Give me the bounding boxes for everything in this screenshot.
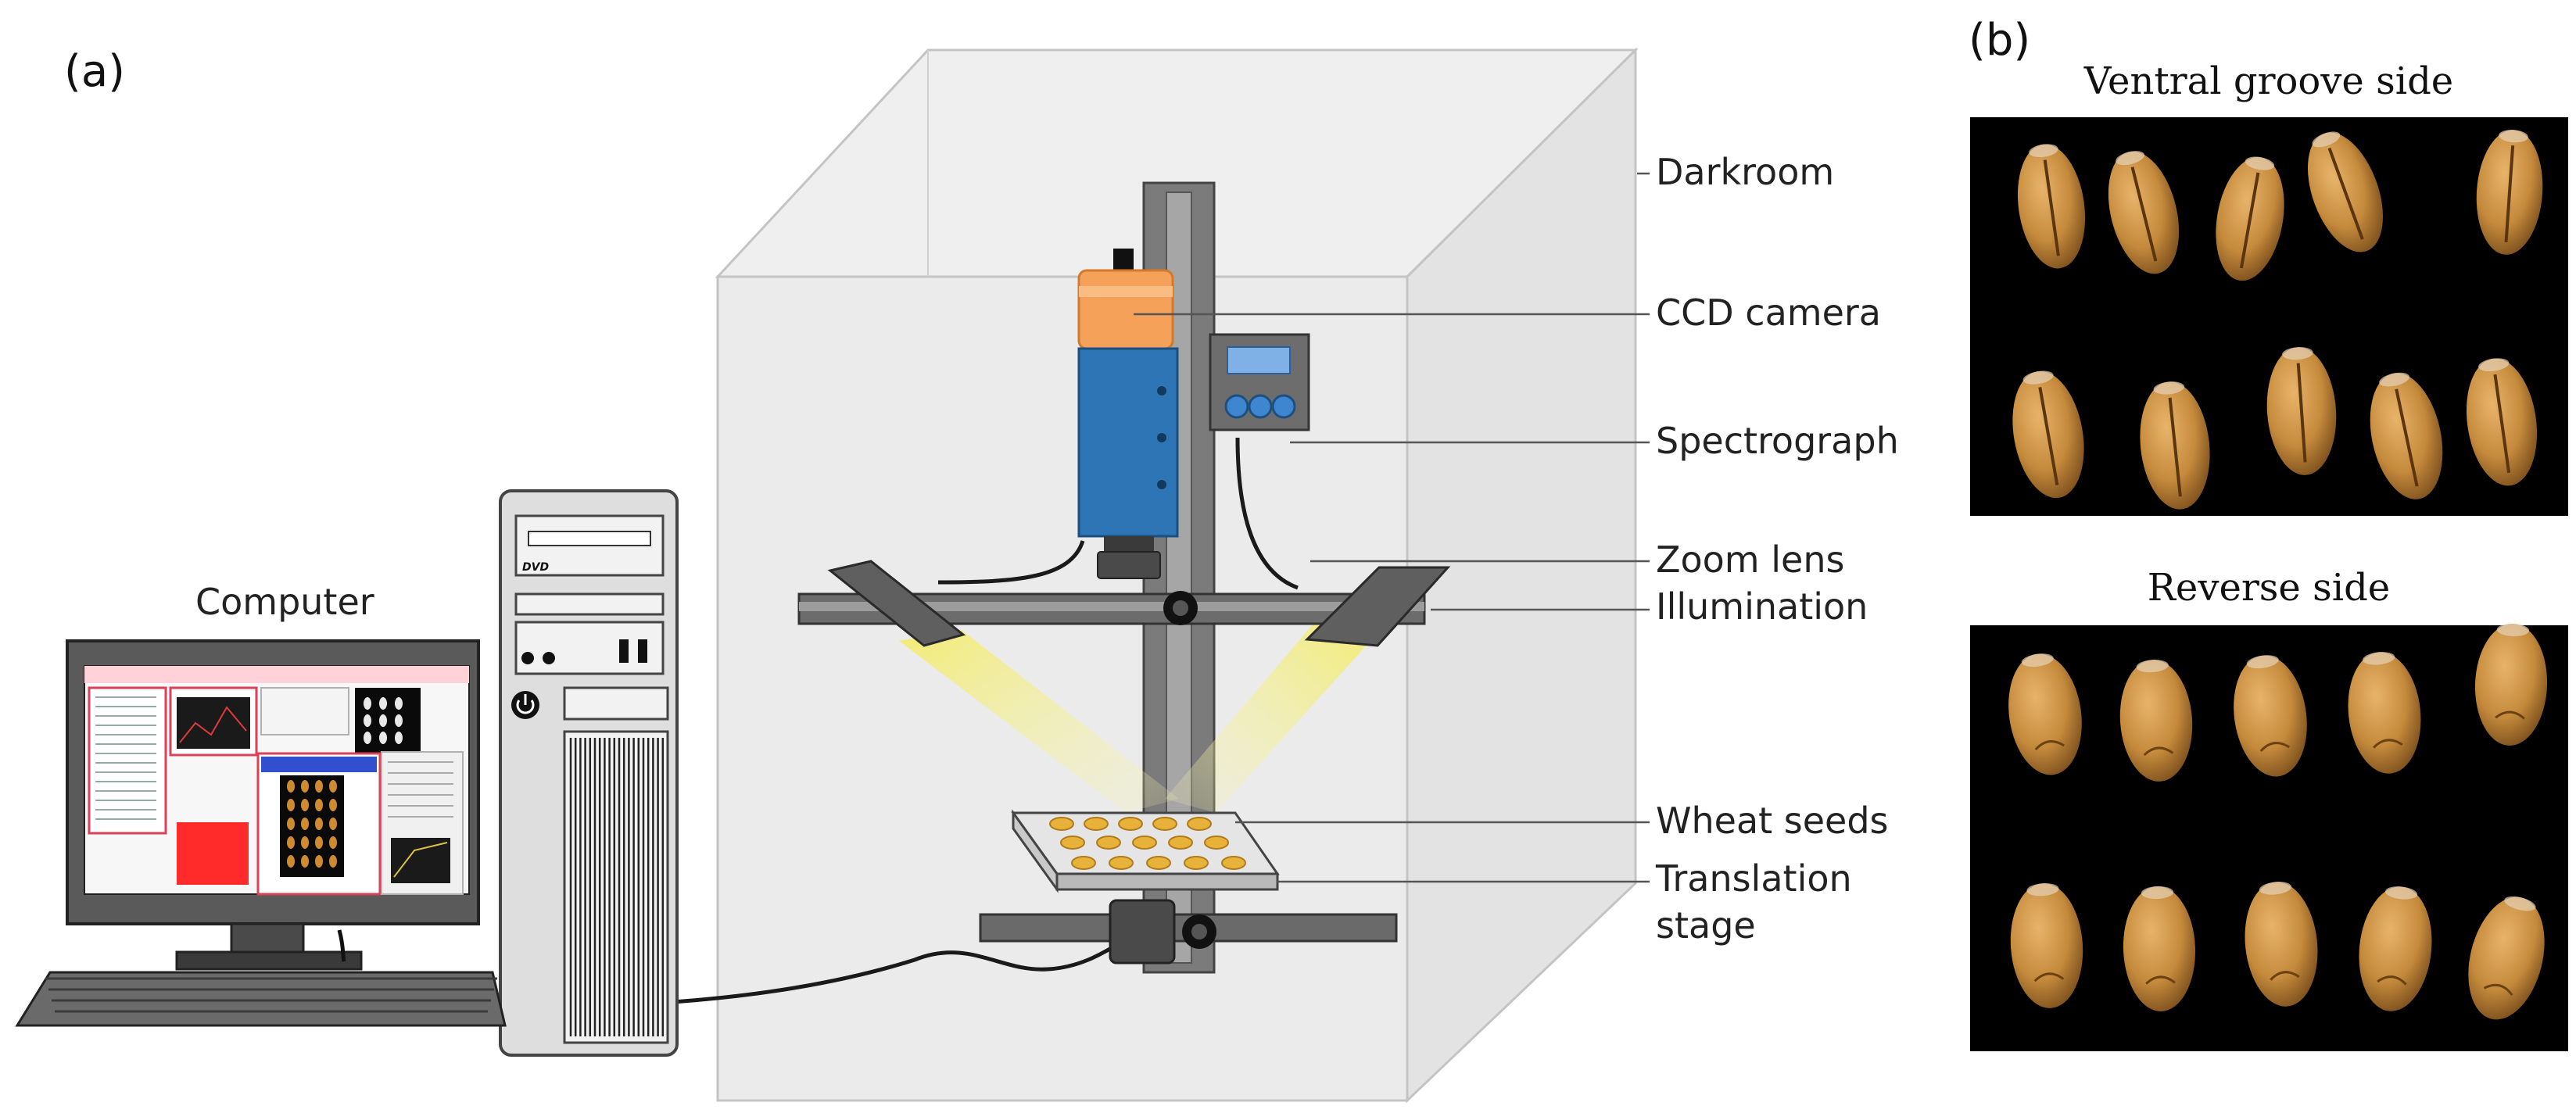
wheat-grain bbox=[2140, 381, 2210, 510]
left-light-beam bbox=[899, 630, 1179, 813]
callout-spectrograph: Spectrograph bbox=[1656, 420, 1899, 462]
left-illumination-lamp bbox=[827, 560, 966, 647]
wheat-grain bbox=[2216, 156, 2284, 281]
callout-translation-stage: Translation stage bbox=[1655, 857, 1863, 947]
wheat-grain bbox=[2474, 624, 2548, 746]
ventral-groove-seeds bbox=[2012, 130, 2543, 510]
spectrograph bbox=[1077, 347, 1179, 538]
tray-seed bbox=[1146, 856, 1171, 870]
tray-seed bbox=[1084, 817, 1109, 831]
tower-vent-grille bbox=[563, 730, 669, 1044]
tray-seed bbox=[1071, 856, 1096, 870]
right-light-beam bbox=[1165, 624, 1376, 813]
reverse-side-title: Reverse side bbox=[2148, 566, 2390, 610]
monitor-screen-content bbox=[84, 666, 469, 896]
wheat-grain bbox=[2123, 886, 2196, 1011]
panel-b-label: (b) bbox=[1969, 15, 2030, 66]
tray-seed bbox=[1049, 817, 1074, 831]
wheat-grain bbox=[2359, 886, 2432, 1011]
tray-seed bbox=[1168, 836, 1193, 850]
callout-illumination: Illumination bbox=[1656, 585, 1868, 628]
tray-seed bbox=[1132, 836, 1157, 850]
wheat-grain bbox=[2017, 144, 2086, 269]
tray-seed bbox=[1187, 817, 1212, 831]
right-illumination-lamp bbox=[1304, 566, 1451, 647]
tray-seed bbox=[1204, 836, 1229, 850]
tray-seed bbox=[1060, 836, 1085, 850]
wheat-grain bbox=[2012, 370, 2084, 499]
keyboard bbox=[15, 971, 507, 1027]
tray-seed bbox=[1118, 817, 1143, 831]
tray-seed bbox=[1184, 856, 1209, 870]
panel-a-label: (a) bbox=[64, 46, 125, 97]
callout-leaders bbox=[1134, 172, 1650, 883]
callout-wheat-seeds: Wheat seeds bbox=[1656, 800, 1889, 842]
wheat-grain bbox=[2307, 131, 2384, 252]
zoom-lens bbox=[1097, 536, 1161, 579]
screen-list-lines bbox=[95, 696, 453, 820]
wheat-grain bbox=[2008, 653, 2082, 775]
wheat-grain bbox=[2476, 130, 2543, 255]
wheat-grain bbox=[2370, 372, 2443, 499]
callout-darkroom: Darkroom bbox=[1656, 151, 1834, 193]
tray-seed bbox=[1152, 817, 1177, 831]
computer-tower: DVD bbox=[499, 489, 679, 1057]
ventral-groove-title: Ventral groove side bbox=[2083, 59, 2453, 103]
dvd-label: DVD bbox=[522, 561, 549, 574]
camera-cable-left bbox=[937, 540, 1085, 585]
wheat-grain bbox=[2010, 883, 2083, 1008]
computer-cable bbox=[672, 942, 1120, 1004]
wheat-grain bbox=[2266, 347, 2337, 475]
wheat-grain bbox=[2468, 896, 2545, 1020]
wheat-seeds-on-tray bbox=[1049, 817, 1246, 870]
wheat-grain bbox=[2119, 660, 2193, 782]
wheat-grain bbox=[2348, 652, 2421, 774]
controller-cable bbox=[1235, 437, 1299, 590]
camera-controller bbox=[1209, 333, 1310, 431]
callout-ccd-camera: CCD camera bbox=[1656, 292, 1881, 334]
ccd-camera bbox=[1077, 249, 1174, 350]
wheat-grain bbox=[2234, 655, 2307, 777]
callout-translation-stage-line2: stage bbox=[1656, 904, 1756, 947]
wheat-grain bbox=[2245, 882, 2318, 1007]
darkroom-box bbox=[715, 47, 1639, 1104]
wheat-grain bbox=[2466, 358, 2538, 486]
callout-translation-stage-line1: Translation bbox=[1655, 857, 1852, 900]
tray-seed bbox=[1109, 856, 1134, 870]
wheat-grain bbox=[2108, 151, 2180, 274]
screen-seed-image bbox=[287, 697, 403, 868]
computer-label: Computer bbox=[195, 581, 374, 623]
tray-seed bbox=[1221, 856, 1246, 870]
reverse-side-seeds bbox=[2008, 624, 2548, 1020]
translation-stage bbox=[979, 899, 1398, 964]
callout-zoom-lens: Zoom lens bbox=[1656, 539, 1844, 581]
tray-seed bbox=[1096, 836, 1121, 850]
